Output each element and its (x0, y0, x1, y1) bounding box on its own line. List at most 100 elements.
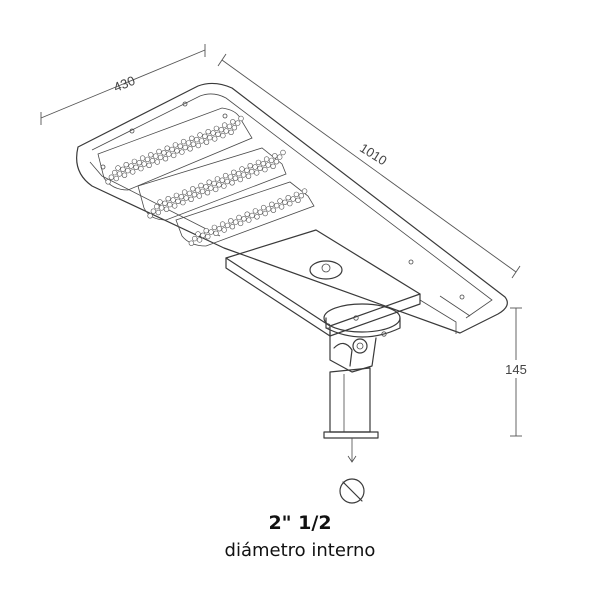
led-dot (236, 170, 242, 177)
led-dot (282, 199, 288, 206)
led-dot (108, 174, 115, 180)
control-box (225, 229, 421, 337)
led-dot (204, 190, 211, 196)
led-dot (210, 130, 216, 136)
led-dot (233, 219, 239, 225)
led-dot (154, 159, 161, 165)
led-dot (194, 136, 200, 143)
led-dot (203, 139, 210, 145)
led-dot (280, 149, 286, 156)
led-dot (213, 186, 219, 193)
led-dot (244, 211, 250, 217)
led-dot (182, 144, 188, 151)
led-dot (156, 148, 162, 155)
led-dot (208, 185, 214, 191)
led-dot (213, 125, 220, 132)
led-dot (205, 233, 211, 240)
led-dot (211, 224, 218, 231)
led-dot (229, 180, 235, 186)
led-dot (177, 143, 184, 149)
motion-sensor (309, 260, 343, 280)
led-dot (221, 183, 227, 189)
led-dot (113, 175, 120, 182)
led-dot (287, 200, 293, 207)
led-dot (185, 140, 192, 146)
dimension-height-label: 145 (505, 362, 527, 377)
lamp-housing (76, 82, 508, 334)
led-dot (155, 209, 162, 216)
led-dot (197, 132, 203, 138)
led-dot (215, 131, 221, 138)
led-dot (123, 162, 129, 168)
led-dot (203, 184, 209, 190)
led-dot (249, 212, 255, 219)
led-dot (198, 182, 204, 189)
led-dot (138, 165, 144, 172)
led-dot (196, 193, 203, 199)
led-dot (238, 115, 244, 122)
led-dot (228, 218, 234, 224)
led-dot (231, 124, 238, 131)
led-dot (136, 160, 143, 166)
led-dot (105, 179, 111, 185)
led-dot (195, 142, 202, 149)
led-dot (301, 188, 308, 194)
led-dot (172, 142, 179, 148)
led-dot (268, 157, 275, 164)
led-dot (188, 240, 195, 246)
led-dot (173, 192, 180, 199)
led-dot (207, 134, 213, 141)
led-dot (187, 146, 193, 152)
led-dot (278, 204, 285, 210)
led-modules (97, 107, 315, 247)
led-dot (262, 166, 268, 173)
led-dot (116, 171, 123, 177)
led-dot (141, 161, 147, 167)
led-dot (202, 133, 208, 140)
led-dot (220, 132, 226, 139)
led-dot (189, 135, 195, 142)
led-dot (171, 152, 177, 159)
led-dot (188, 196, 194, 203)
led-dot (157, 154, 164, 161)
led-dot (139, 155, 146, 161)
led-dot (241, 216, 247, 222)
led-dot (158, 205, 165, 211)
led-dot (121, 172, 128, 178)
led-dot (149, 158, 156, 164)
led-dot (262, 210, 268, 217)
led-dot (196, 237, 203, 243)
led-dot (111, 169, 118, 176)
led-dot (270, 207, 277, 213)
led-dot (237, 176, 244, 183)
led-dot (163, 206, 170, 212)
led-dot (166, 151, 172, 157)
led-dot (270, 163, 276, 170)
led-dot (228, 129, 234, 136)
dimension-width-label: 430 (111, 73, 137, 95)
led-dot (277, 154, 283, 160)
led-dot (199, 188, 206, 195)
led-dot (180, 199, 186, 206)
led-dot (174, 148, 180, 154)
led-dot (263, 156, 270, 162)
led-dot (285, 195, 291, 201)
led-dot (180, 138, 187, 145)
led-dot (219, 177, 226, 183)
led-dot (211, 180, 217, 187)
led-dot (244, 167, 250, 174)
led-dot (133, 164, 139, 171)
led-dot (213, 230, 219, 237)
led-dot (218, 126, 225, 133)
led-dot (205, 129, 211, 135)
led-dot (206, 179, 212, 185)
led-dot (146, 162, 152, 169)
led-dot (195, 231, 201, 237)
led-dot (235, 120, 241, 126)
led-dot (230, 119, 236, 125)
led-dot (272, 153, 278, 159)
led-dot (192, 235, 198, 242)
led-dot (222, 172, 229, 179)
led-dot (290, 196, 296, 202)
led-dot (221, 227, 227, 233)
